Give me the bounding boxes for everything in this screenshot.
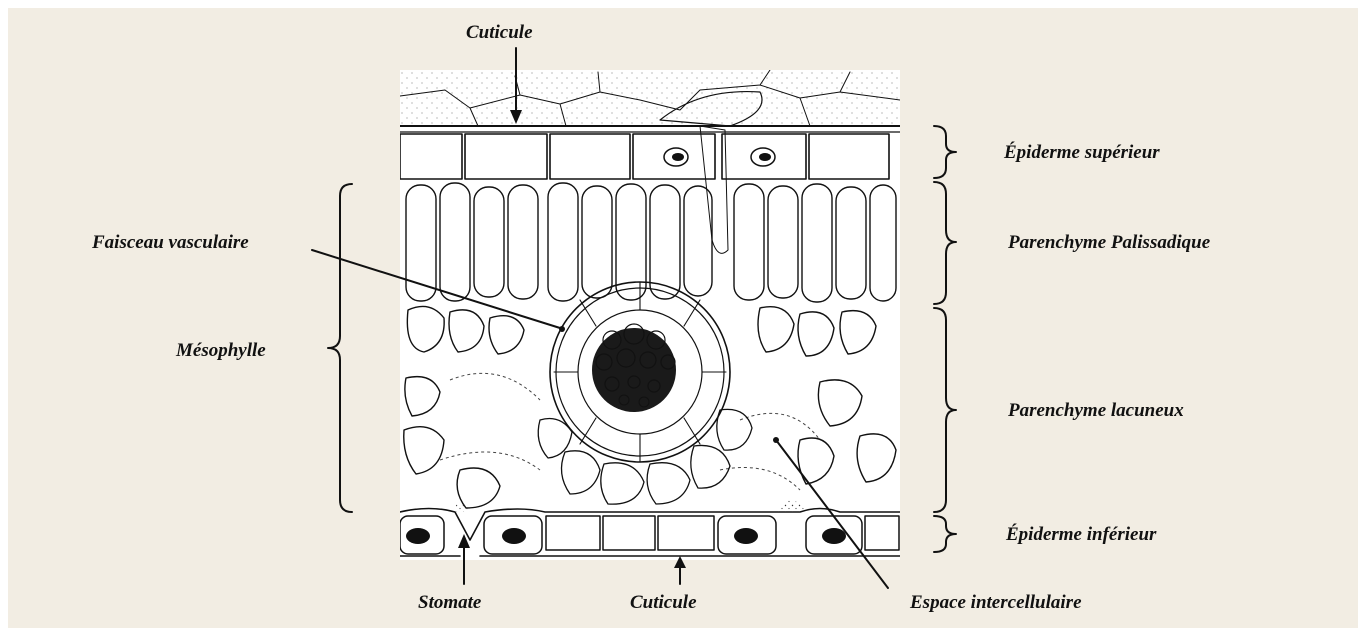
brace-upper-epidermis [934, 126, 956, 178]
label-palisade: Parenchyme Palissadique [1007, 232, 1211, 253]
label-intercellular-space: Espace intercellulaire [909, 592, 1082, 613]
label-lower-epidermis: Épiderme inférieur [1005, 523, 1157, 545]
label-spongy: Parenchyme lacuneux [1007, 400, 1184, 421]
brace-lower-epidermis [934, 516, 956, 552]
label-cuticle-bottom: Cuticule [630, 592, 697, 613]
brace-spongy [934, 308, 956, 512]
label-vascular-bundle: Faisceau vasculaire [91, 232, 249, 253]
brace-mesophyll [328, 184, 352, 512]
label-stomata: Stomate [418, 592, 482, 613]
brace-palisade [934, 182, 956, 304]
label-upper-epidermis: Épiderme supérieur [1003, 141, 1160, 163]
label-mesophyll: Mésophylle [175, 340, 266, 361]
leaf-section [400, 70, 900, 560]
label-cuticle-top: Cuticule [466, 22, 533, 43]
